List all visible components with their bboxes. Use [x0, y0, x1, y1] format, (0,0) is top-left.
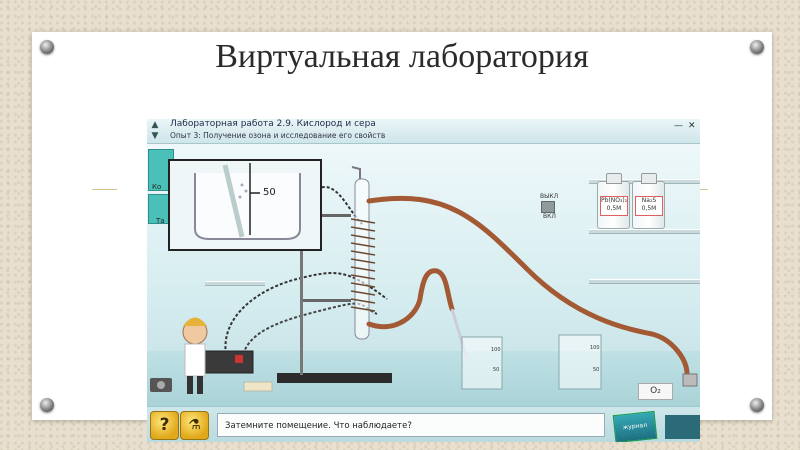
wire	[224, 272, 388, 360]
beaker[interactable]	[558, 334, 602, 390]
oxygen-sign: O₂	[638, 383, 673, 400]
switch-off-label: ВЫКЛ	[540, 193, 559, 200]
lab-apparatus	[150, 166, 698, 394]
reagent-label: Pb(NO₃)₂ 0,5М	[600, 196, 628, 216]
tools-button[interactable]: ⚗	[180, 411, 209, 440]
stand-rod	[300, 247, 303, 375]
pin-icon	[40, 40, 54, 54]
stand-base	[277, 373, 392, 383]
rubber-tube	[366, 195, 690, 377]
coil	[350, 218, 376, 312]
reagent-bottle-lead-nitrate[interactable]: Pb(NO₃)₂ 0,5М	[597, 173, 630, 229]
scientist-leg	[187, 376, 193, 394]
app-header: ▲ ▼ Лабораторная работа 2.9. Кислород и …	[147, 119, 700, 144]
card	[243, 381, 273, 392]
power-switch[interactable]	[541, 201, 555, 213]
high-voltage-generator[interactable]	[204, 350, 254, 374]
sidebar-item-label: Ко	[152, 183, 162, 191]
arrow-up-icon[interactable]: ▲	[151, 120, 159, 130]
ozonizer-tube[interactable]	[354, 178, 370, 340]
shelf	[205, 281, 265, 286]
pin-icon	[750, 40, 764, 54]
beaker[interactable]	[461, 336, 503, 390]
zoom-inset: 50	[168, 159, 322, 251]
lab-work-title: Лабораторная работа 2.9. Кислород и сера	[170, 119, 376, 129]
beaker-mark: 100	[491, 347, 501, 353]
tools-icon: ⚗	[188, 417, 201, 433]
bottle-cap	[641, 173, 657, 184]
clamp-arm	[303, 214, 351, 217]
instruction-message: Затемните помещение. Что наблюдаете?	[217, 413, 605, 437]
inset-scale-label: 50	[263, 187, 276, 198]
close-button[interactable]: ✕	[688, 121, 696, 131]
journal-button[interactable]: журнал	[612, 410, 658, 442]
reagent-bottle-sodium-sulfide[interactable]: Na₂S 0,5М	[632, 173, 665, 229]
switch-on-label: ВКЛ	[543, 213, 556, 220]
experiment-subtitle: Опыт 3: Получение озона и исследование е…	[170, 131, 386, 140]
sidebar-item-label: Та	[156, 217, 165, 225]
presentation-slide: Виртуальная лаборатория ▲ ▼ Лабораторная…	[32, 32, 772, 442]
decorative-line	[92, 189, 117, 190]
journal-book	[665, 415, 700, 439]
generator-indicator	[235, 355, 243, 363]
slide-title: Виртуальная лаборатория	[215, 38, 589, 75]
pin-icon	[750, 398, 764, 412]
lab-app-window: ▲ ▼ Лабораторная работа 2.9. Кислород и …	[147, 119, 700, 442]
scientist-hair	[183, 317, 207, 326]
reagent-label: Na₂S 0,5М	[635, 196, 663, 216]
zoomed-beaker	[194, 163, 301, 240]
pin-icon	[40, 398, 54, 412]
beaker-mark: 100	[590, 345, 600, 351]
beaker-mark: 50	[593, 367, 600, 373]
scientist-body	[184, 343, 206, 377]
bottle-cap	[606, 173, 622, 184]
clamp-arm	[303, 299, 351, 302]
gas-tap[interactable]	[682, 373, 698, 387]
bottom-toolbar: ? ⚗ Затемните помещение. Что наблюдаете?…	[147, 406, 700, 442]
help-button[interactable]: ?	[150, 411, 179, 440]
inlet-tube	[351, 166, 361, 179]
beaker-mark: 50	[493, 367, 500, 373]
camera-lens	[157, 381, 165, 389]
shelf	[589, 229, 700, 234]
minimize-button[interactable]: —	[674, 121, 683, 131]
arrow-down-icon[interactable]: ▼	[151, 131, 159, 141]
shelf	[589, 279, 700, 284]
scientist-leg	[197, 376, 203, 394]
rubber-tube	[366, 268, 455, 330]
